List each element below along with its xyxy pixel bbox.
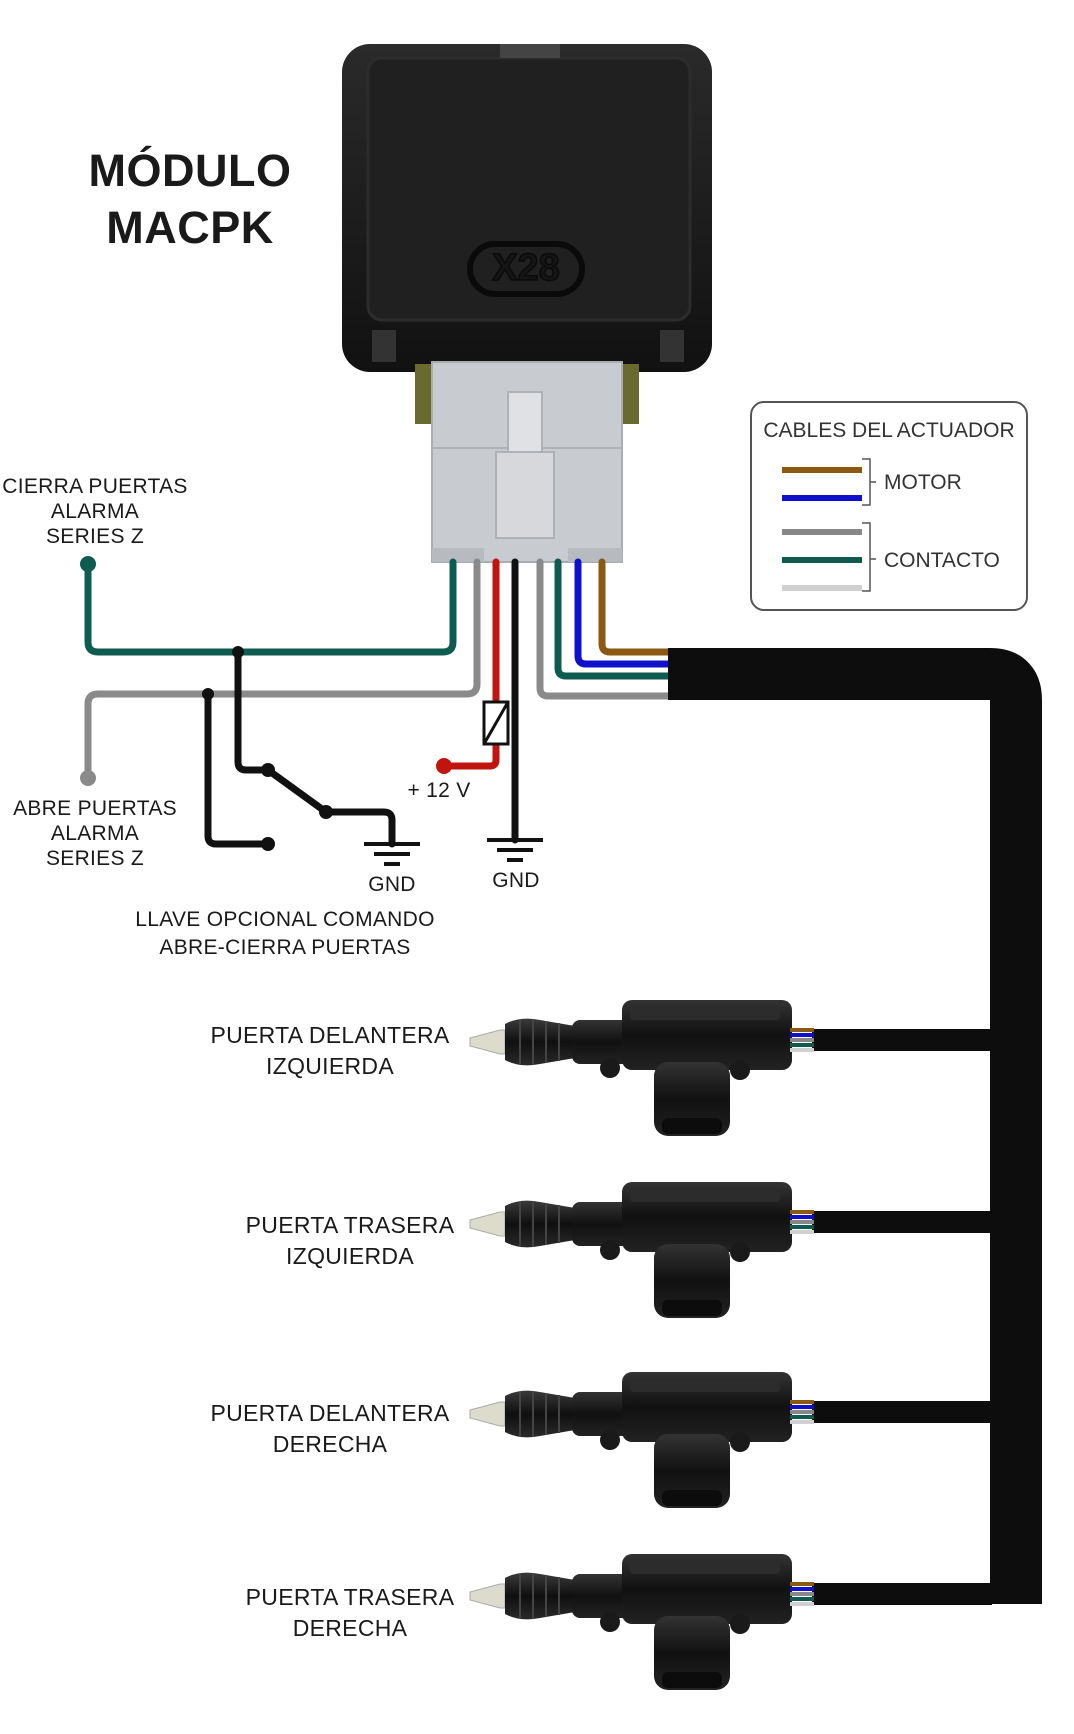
legend-swatch-contact-3 xyxy=(782,585,862,591)
title-line-2: MACPK xyxy=(106,202,274,253)
x28-logo-ring xyxy=(467,241,585,297)
open-doors-label: ABRE PUERTAS ALARMA SERIES Z xyxy=(13,797,177,870)
red-wire-12v xyxy=(440,558,500,770)
power-label: + 12 V xyxy=(407,779,471,802)
close-input-terminal xyxy=(80,556,96,572)
actuator-front-left xyxy=(469,999,815,1137)
x28-logo: X28 xyxy=(492,247,560,289)
blue-wire-harness xyxy=(574,558,672,668)
gnd-main-label: GND xyxy=(492,869,540,892)
optional-switch xyxy=(204,648,396,848)
actuator-label-front-right: PUERTA DELANTERA DERECHA xyxy=(210,1400,450,1457)
title-line-1: MÓDULO xyxy=(88,145,292,196)
legend-contact-label: CONTACTO xyxy=(884,549,1000,572)
harness-branches xyxy=(812,1029,992,1605)
actuator-label-rear-right: PUERTA TRASERA DERECHA xyxy=(245,1584,455,1641)
gray-wire-open xyxy=(84,558,481,782)
ground-symbol-switch xyxy=(364,842,420,866)
actuator-label-rear-left: PUERTA TRASERA IZQUIERDA xyxy=(245,1212,455,1269)
open-input-terminal xyxy=(80,770,96,786)
main-harness xyxy=(668,648,1042,1604)
green-wire-close xyxy=(84,558,457,656)
power-terminal xyxy=(436,758,452,774)
ground-symbol-main xyxy=(487,838,543,862)
gnd-switch-label: GND xyxy=(368,873,416,896)
gray-wire-harness xyxy=(536,558,672,700)
legend-motor-label: MOTOR xyxy=(884,471,962,494)
wires xyxy=(84,558,672,844)
legend-title: CABLES DEL ACTUADOR xyxy=(763,419,1015,442)
green-wire-harness xyxy=(554,558,672,680)
optional-switch-label: LLAVE OPCIONAL COMANDO ABRE-CIERRA PUERT… xyxy=(135,908,435,959)
legend-swatch-contact-2 xyxy=(782,557,862,563)
actuator-front-right xyxy=(469,1371,815,1509)
connector xyxy=(415,361,639,563)
actuator-label-front-left: PUERTA DELANTERA IZQUIERDA xyxy=(210,1022,450,1079)
actuator-rear-left xyxy=(469,1181,815,1319)
legend-swatch-motor-1 xyxy=(782,467,862,473)
legend-swatch-contact-1 xyxy=(782,529,862,535)
module-clip-right xyxy=(660,330,684,362)
legend-swatches xyxy=(782,458,876,592)
actuator-cables-legend: CABLES DEL ACTUADOR MOTOR CONTACTO xyxy=(750,401,1028,611)
actuator-rear-right xyxy=(469,1553,815,1691)
module-clip-left xyxy=(372,330,396,362)
page-title: MÓDULO MACPK xyxy=(60,142,320,256)
module-notch xyxy=(500,44,560,58)
legend-swatch-motor-2 xyxy=(782,495,862,501)
module: X28 xyxy=(342,44,712,372)
close-doors-label: CIERRA PUERTAS ALARMA SERIES Z xyxy=(2,475,188,548)
brown-wire-harness xyxy=(598,558,672,656)
